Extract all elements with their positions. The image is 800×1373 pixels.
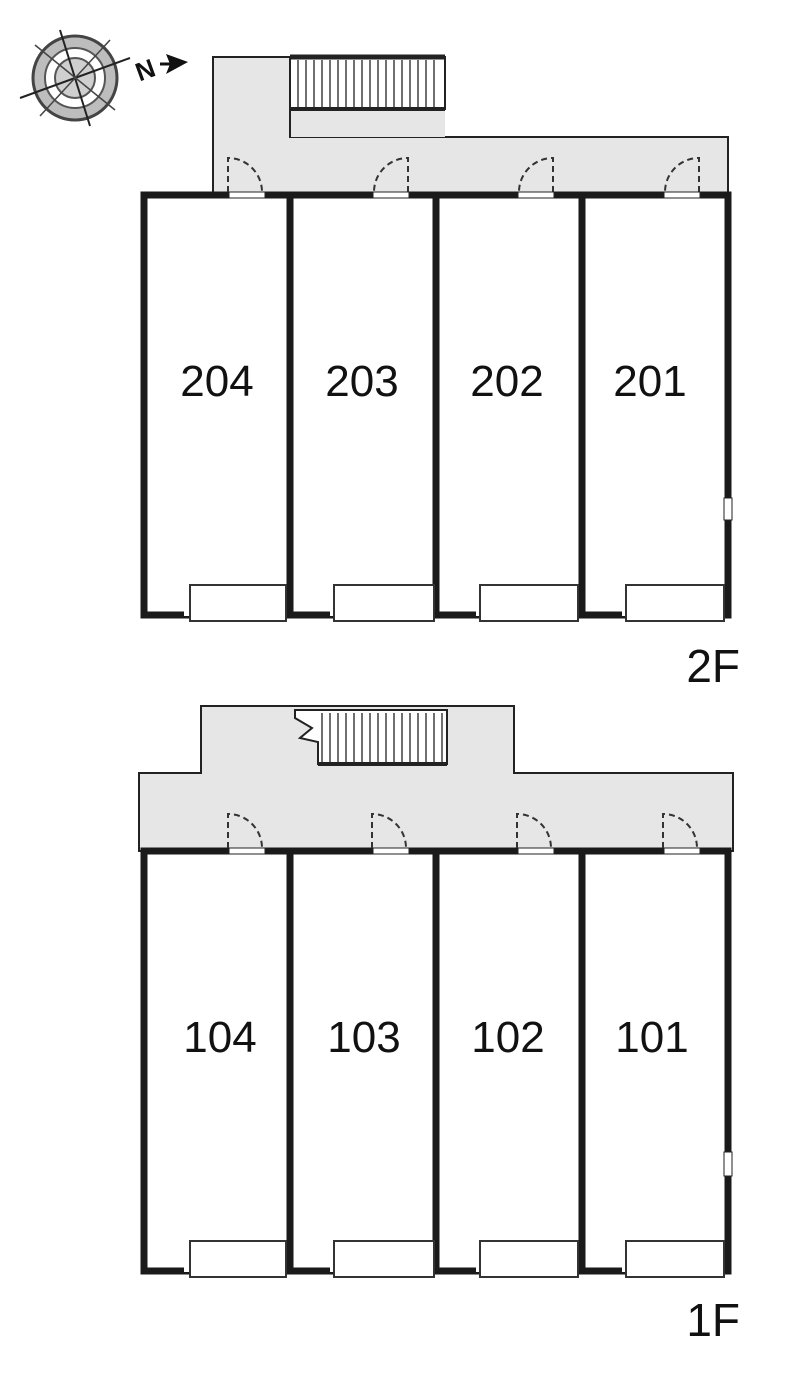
compass-label: N bbox=[131, 53, 159, 88]
room-unit: 201 bbox=[613, 156, 725, 622]
room-unit: 202 bbox=[470, 156, 579, 622]
stairs-1f bbox=[294, 709, 448, 766]
room-unit: 203 bbox=[325, 156, 435, 622]
room-label: 201 bbox=[613, 357, 686, 406]
room-label: 202 bbox=[470, 357, 543, 406]
floor-2f: 204 203 202 201 2F bbox=[140, 54, 740, 692]
room-unit: 104 bbox=[183, 812, 287, 1278]
room-label: 204 bbox=[180, 357, 253, 406]
room-unit: 103 bbox=[327, 812, 435, 1278]
room-label: 102 bbox=[471, 1013, 544, 1062]
compass-icon bbox=[19, 29, 188, 127]
room-unit: 102 bbox=[471, 812, 579, 1278]
room-label: 101 bbox=[615, 1013, 688, 1062]
floor-1f: 104 103 102 101 1F bbox=[138, 705, 740, 1346]
room-label: 104 bbox=[183, 1013, 256, 1062]
room-unit: 204 bbox=[180, 156, 287, 622]
floor-label: 2F bbox=[686, 640, 740, 692]
room-label: 103 bbox=[327, 1013, 400, 1062]
stairs-2f bbox=[289, 54, 446, 137]
room-unit: 101 bbox=[615, 812, 725, 1278]
floor-label: 1F bbox=[686, 1294, 740, 1346]
room-label: 203 bbox=[325, 357, 398, 406]
corridor-1f bbox=[138, 705, 734, 852]
